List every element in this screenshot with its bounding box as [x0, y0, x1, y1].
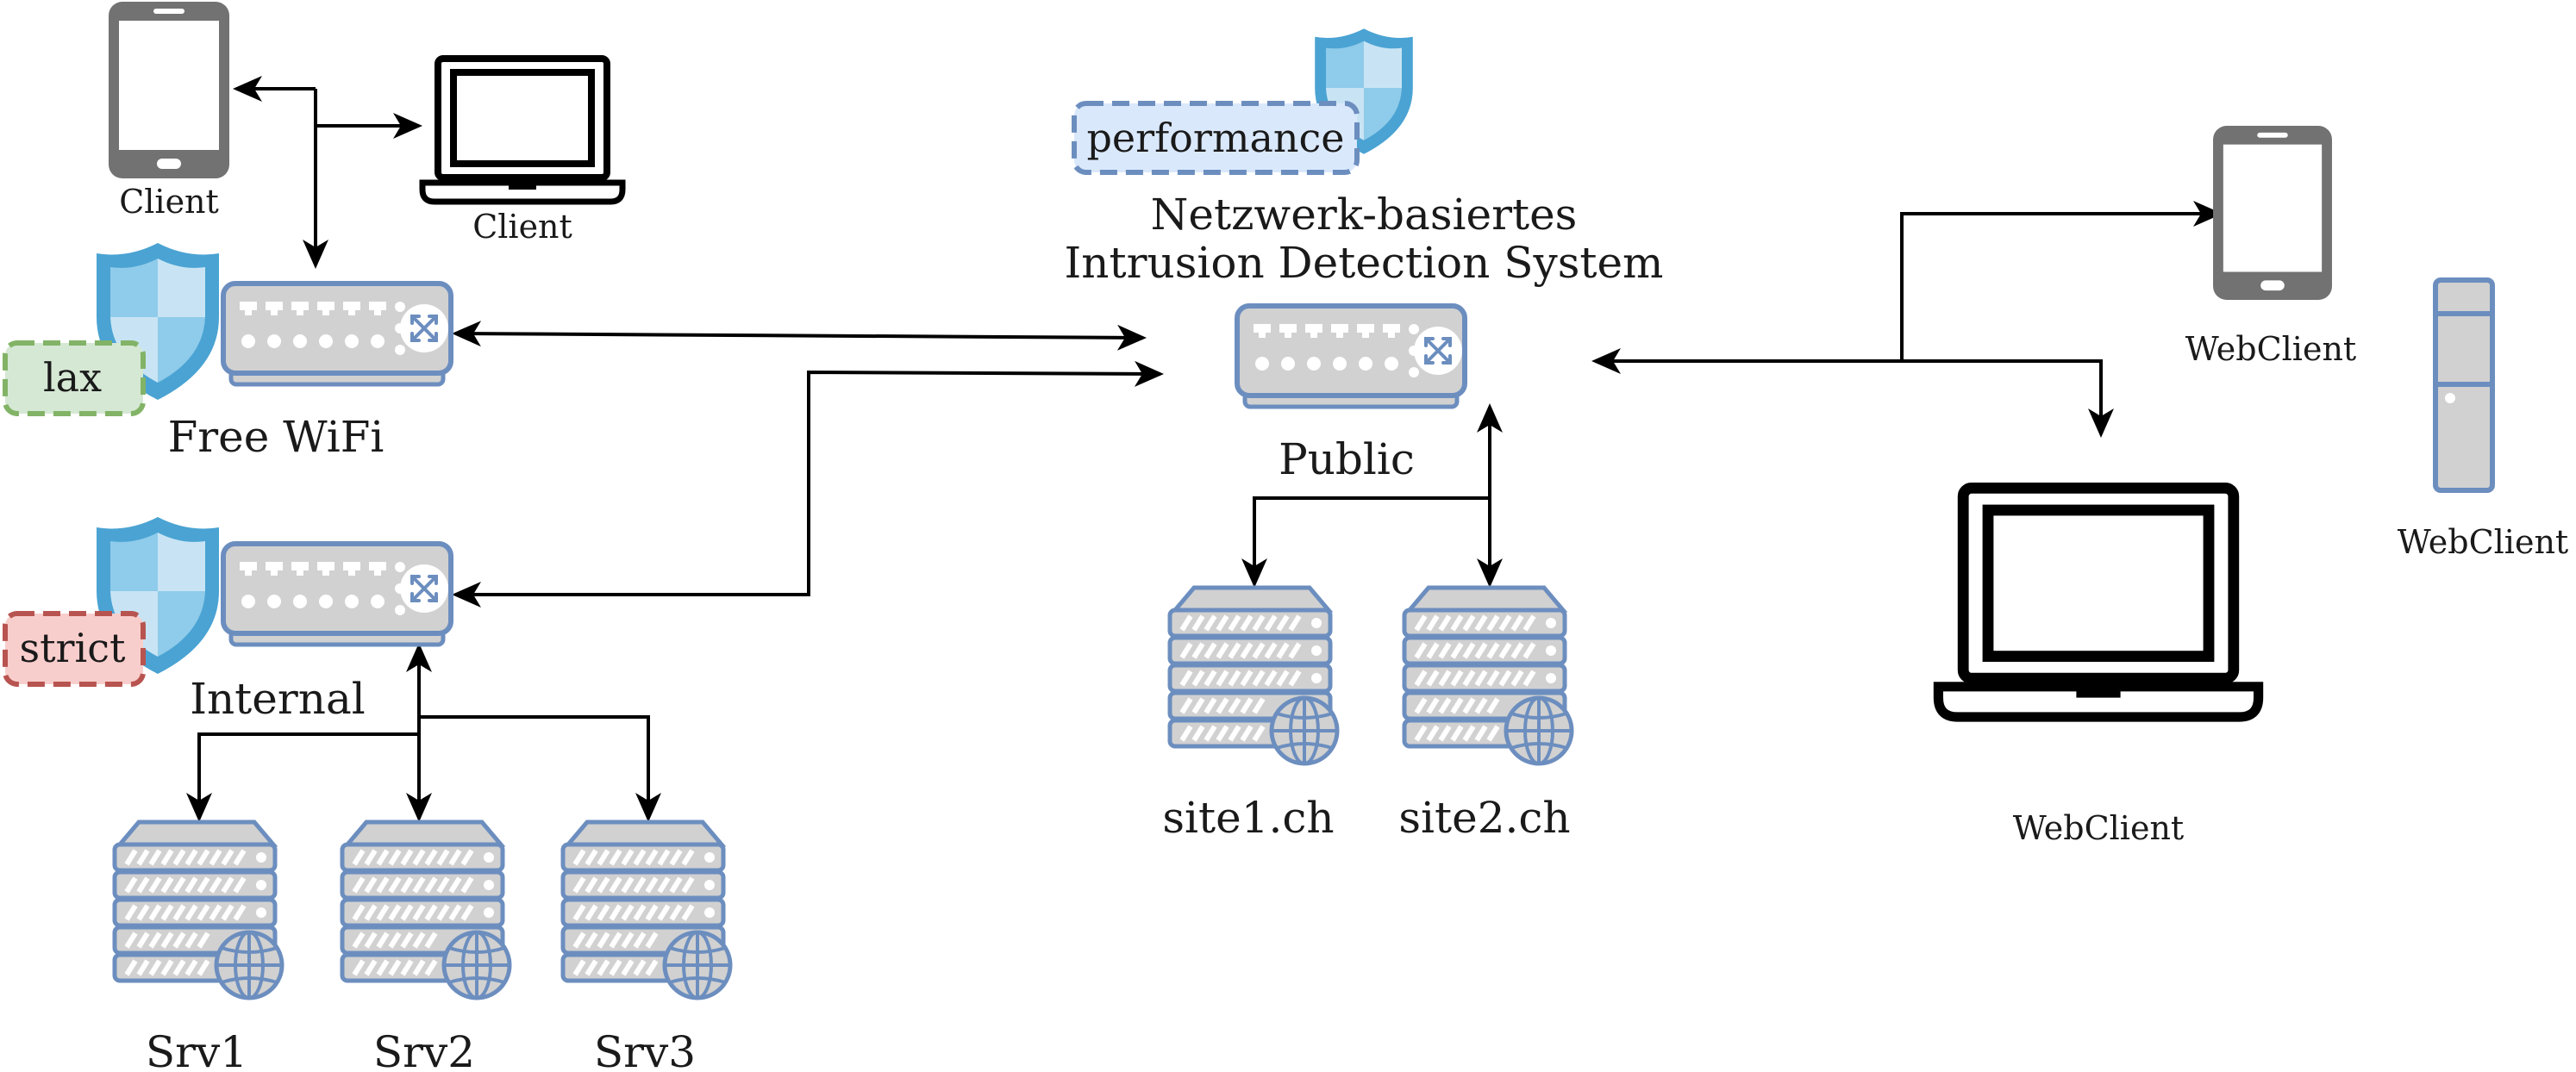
edge-webclient-phone [1900, 201, 2223, 361]
client-laptop: Client [422, 59, 622, 246]
free-wifi-router: lax Free WiFi [3, 243, 451, 462]
tag-lax-label: lax [43, 354, 102, 401]
server-site1: site1.ch [1162, 588, 1337, 843]
site1-label: site1.ch [1162, 793, 1334, 843]
webclient-laptop-label: WebClient [2013, 809, 2184, 847]
webclient-tower-label: WebClient [2398, 523, 2568, 561]
laptop-icon [1938, 488, 2258, 717]
tag-performance [1072, 101, 1360, 175]
ids-title-line1: Netzwerk-basiertes [1151, 190, 1578, 240]
webclient-phone: WebClient [2185, 126, 2356, 368]
tag-performance-label: performance [1086, 115, 1344, 161]
web-server-icon [1170, 588, 1337, 763]
web-server-icon [563, 822, 730, 998]
smartphone-icon [109, 2, 229, 178]
internal-router: strict Internal [3, 517, 451, 724]
router-icon [223, 284, 451, 384]
webclient-phone-label: WebClient [2185, 330, 2356, 368]
server-site2: site2.ch [1398, 588, 1572, 843]
srv3-label: Srv3 [594, 1027, 696, 1072]
edge-ids-site1 [1241, 496, 1490, 588]
edge-webclient-laptop [1902, 359, 2114, 438]
tag-strict [3, 611, 146, 687]
client-phone-label: Client [119, 183, 219, 221]
edge-internal-srv1 [186, 732, 419, 822]
server-srv2: Srv2 [342, 822, 510, 1072]
edge-wifi-ids [452, 321, 1147, 351]
web-server-icon [1404, 588, 1572, 763]
internal-label: Internal [190, 674, 366, 724]
connectors [186, 76, 2223, 822]
router-icon [223, 544, 451, 645]
client-phone: Client [109, 2, 229, 221]
srv2-label: Srv2 [373, 1027, 475, 1072]
server-srv3: Srv3 [563, 822, 730, 1072]
client-laptop-label: Client [472, 208, 572, 246]
srv1-label: Srv1 [146, 1027, 247, 1072]
smartphone-icon [2213, 126, 2332, 300]
server-srv1: Srv1 [115, 822, 282, 1072]
site2-label: site2.ch [1398, 793, 1570, 843]
webclient-tower: WebClient [2398, 280, 2568, 561]
tag-lax [3, 340, 146, 416]
router-icon [1237, 306, 1465, 407]
edge-internal-srv3 [419, 715, 661, 822]
web-server-icon [115, 822, 282, 998]
public-label: Public [1279, 434, 1415, 484]
ids-title-line2: Intrusion Detection System [1065, 238, 1664, 288]
tag-strict-label: strict [19, 625, 126, 671]
desktop-tower-icon [2435, 280, 2492, 490]
webclient-laptop: WebClient [1938, 488, 2258, 847]
web-server-icon [342, 822, 510, 998]
edge-client-laptop [314, 89, 422, 139]
laptop-icon [422, 59, 622, 202]
ids-node: performance Netzwerk-basiertes Intrusion… [1065, 28, 1664, 484]
free-wifi-label: Free WiFi [168, 412, 385, 462]
edge-internal-ids [452, 360, 1164, 608]
